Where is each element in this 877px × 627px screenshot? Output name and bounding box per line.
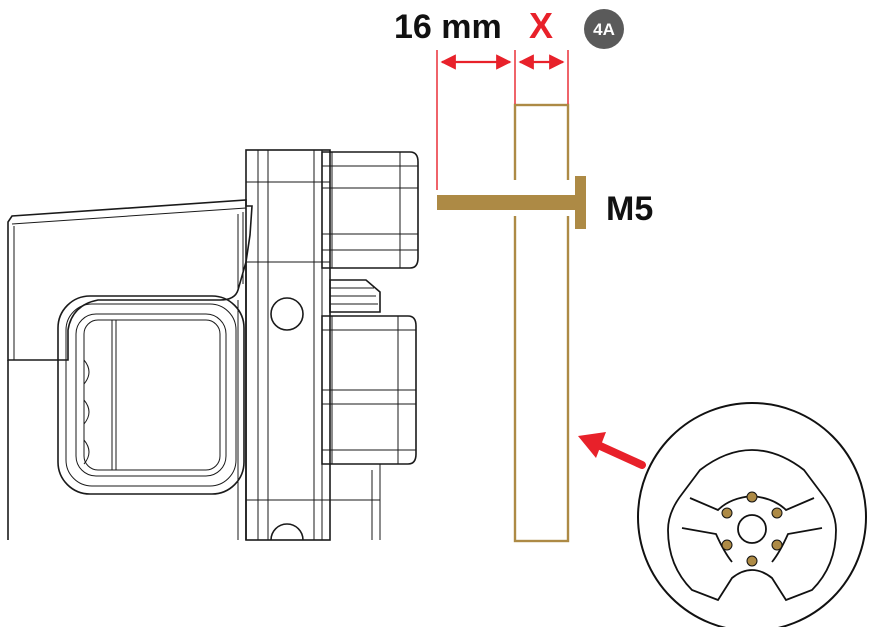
base-column bbox=[245, 149, 331, 541]
base-bracket bbox=[329, 279, 381, 313]
bolt-label: M5 bbox=[606, 190, 653, 228]
steering-wheel-icon bbox=[637, 402, 867, 627]
dimension-lines bbox=[436, 50, 569, 190]
base-lower-block bbox=[321, 315, 417, 465]
width-label: 16 mm bbox=[394, 8, 502, 46]
bolt-icon bbox=[437, 176, 586, 229]
wheel-base-drawing bbox=[7, 149, 419, 541]
x-marker: X bbox=[529, 5, 553, 46]
base-upper-block bbox=[321, 151, 419, 269]
step-badge-label: 4A bbox=[593, 20, 615, 39]
wheel-plate-section bbox=[510, 103, 573, 543]
base-pocket-outer bbox=[57, 295, 245, 495]
red-arrow-icon bbox=[578, 432, 646, 469]
wheel-hub-bolts bbox=[721, 491, 783, 567]
base-top-housing bbox=[7, 199, 253, 361]
step-badge: 4A bbox=[584, 9, 624, 49]
mount-hole-icon bbox=[270, 297, 304, 331]
